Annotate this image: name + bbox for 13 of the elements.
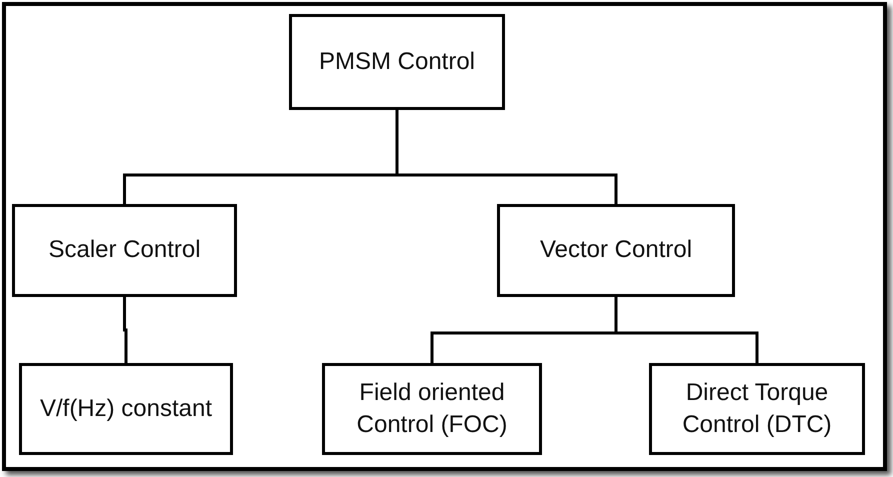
box-label: Field oriented Control (FOC) — [356, 378, 508, 440]
process-box — [497, 204, 735, 297]
box-label: V/f(Hz) constant — [40, 394, 212, 424]
process-box — [322, 363, 542, 455]
box-label: PMSM Control — [318, 46, 476, 77]
box-label: Vector Control — [540, 235, 692, 266]
box-label: Direct Torque Control (DTC) — [681, 378, 833, 440]
process-box — [289, 14, 505, 110]
process-box — [19, 363, 233, 455]
box-label: Scaler Control — [48, 235, 201, 266]
process-box — [12, 204, 237, 297]
connector-line — [123, 297, 128, 363]
process-box — [649, 363, 865, 455]
